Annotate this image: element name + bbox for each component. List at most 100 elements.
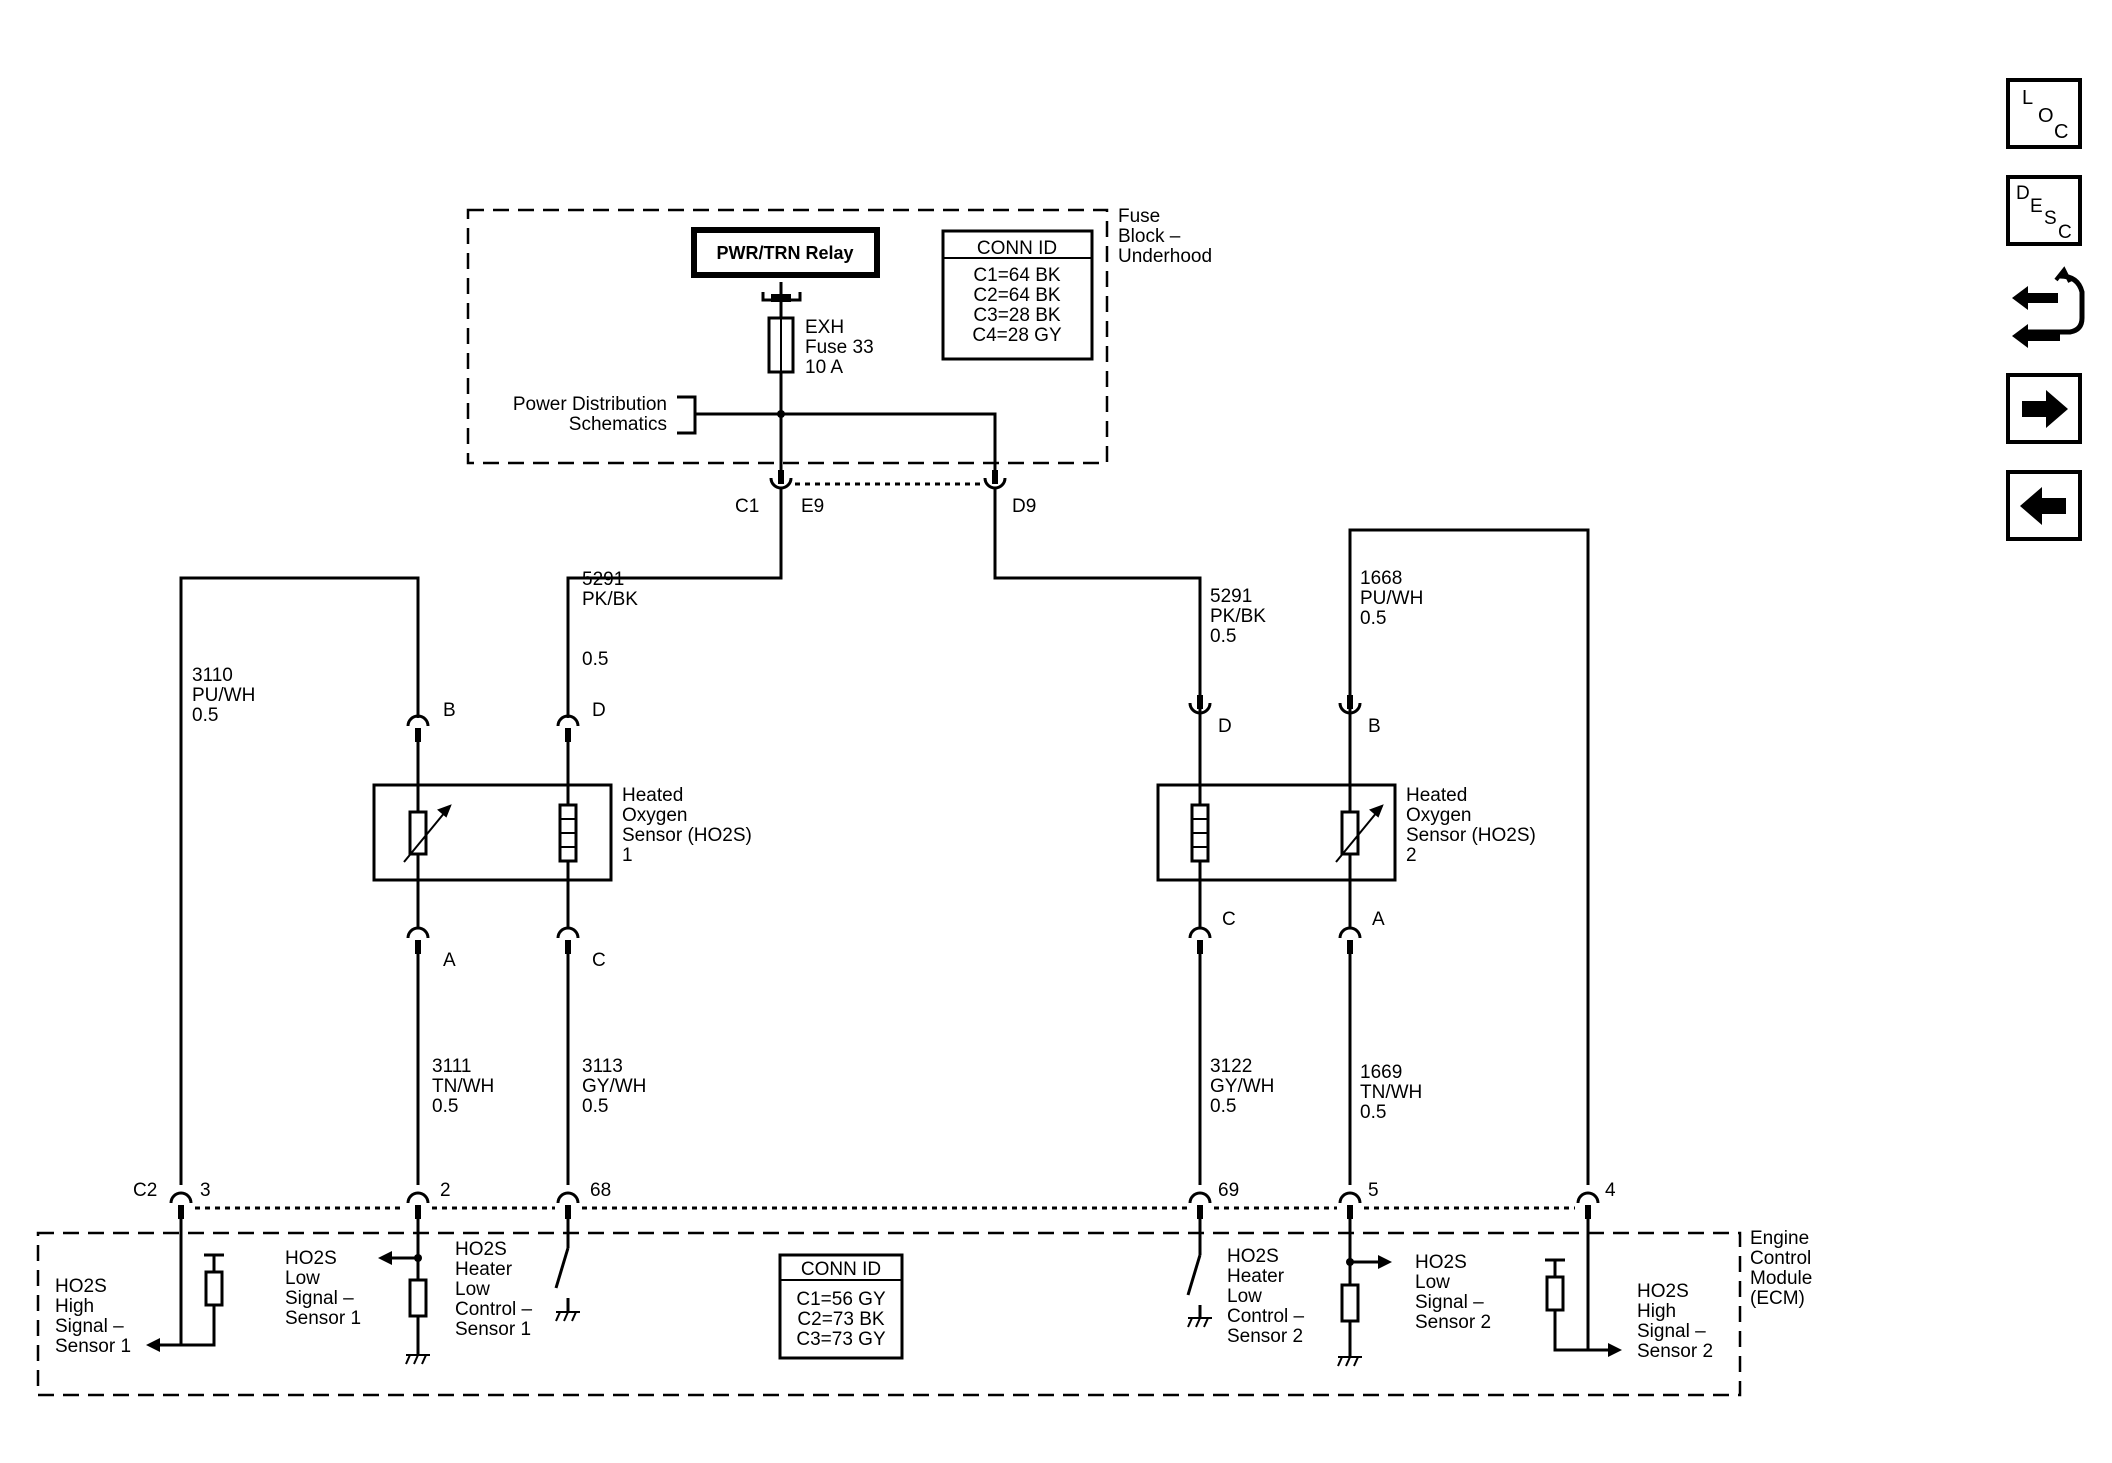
svg-text:GY/WH: GY/WH <box>1210 1076 1274 1097</box>
signal-label-heater-2: HO2S Heater Low Control – Sensor 2 <box>1227 1246 1305 1347</box>
sensor-label: Oxygen <box>622 805 687 826</box>
sensor-label: Heated <box>622 785 683 806</box>
sensor-label: 1 <box>622 845 633 866</box>
sensor-label: Oxygen <box>1406 805 1471 826</box>
pin-d9: D9 <box>1012 496 1036 517</box>
power-distribution-label-1: Power Distribution <box>513 394 667 415</box>
svg-text:E: E <box>2030 196 2043 217</box>
conn-id-row: C2=64 BK <box>973 285 1060 306</box>
conn-id-header: CONN ID <box>801 1259 881 1280</box>
svg-text:HO2S: HO2S <box>55 1276 107 1297</box>
svg-text:Sensor 1: Sensor 1 <box>455 1319 531 1340</box>
wire-3111-label: 3111 TN/WH 0.5 <box>432 1056 494 1117</box>
description-button[interactable]: D E S C <box>2006 175 2082 246</box>
ecm-title: (ECM) <box>1750 1288 1805 1309</box>
sensor-label: Sensor (HO2S) <box>622 825 752 846</box>
svg-text:O: O <box>2038 105 2054 127</box>
svg-text:3111: 3111 <box>432 1056 471 1077</box>
svg-text:5291: 5291 <box>1210 586 1252 607</box>
svg-text:D: D <box>2016 183 2030 204</box>
location-button[interactable]: L O C <box>2006 78 2082 149</box>
svg-text:HO2S: HO2S <box>285 1248 337 1269</box>
signal-label-heater-1: HO2S Heater Low Control – Sensor 1 <box>455 1239 533 1340</box>
wire-3122-label: 3122 GY/WH 0.5 <box>1210 1056 1274 1117</box>
svg-text:High: High <box>1637 1301 1676 1322</box>
svg-text:0.5: 0.5 <box>582 649 608 670</box>
svg-text:Low: Low <box>455 1279 490 1300</box>
ecm-connector-c2: C2 3 2 68 69 5 4 <box>133 1180 1616 1219</box>
svg-text:HO2S: HO2S <box>1637 1281 1689 1302</box>
svg-text:Sensor 2: Sensor 2 <box>1415 1312 1491 1333</box>
pin-b: B <box>443 700 456 721</box>
fuse-block-underhood: Fuse Block – Underhood PWR/TRN Relay EXH… <box>466 206 1212 470</box>
svg-text:HO2S: HO2S <box>455 1239 507 1260</box>
svg-text:0.5: 0.5 <box>432 1096 458 1117</box>
sensor-label: Heated <box>1406 785 1467 806</box>
pin-c: C <box>592 950 606 971</box>
svg-text:0.5: 0.5 <box>1360 1102 1386 1123</box>
pin-c1: C1 <box>735 496 759 517</box>
fuse-label-1: EXH <box>805 317 844 338</box>
power-distribution-label-2: Schematics <box>569 414 667 435</box>
svg-text:TN/WH: TN/WH <box>432 1076 494 1097</box>
fuse-block-title-1: Fuse <box>1118 206 1160 227</box>
heated-oxygen-sensor-2: D B Heated Oxygen Sensor (HO2S) 2 C A <box>1156 695 1536 954</box>
svg-text:0.5: 0.5 <box>1210 1096 1236 1117</box>
svg-text:Control –: Control – <box>1227 1306 1305 1327</box>
forward-button[interactable] <box>2006 373 2082 444</box>
wire-1668-label: 1668 PU/WH 0.5 <box>1360 568 1423 629</box>
svg-text:Signal –: Signal – <box>1637 1321 1706 1342</box>
conn-id-header: CONN ID <box>977 238 1057 259</box>
arrow-left-icon <box>2020 487 2066 525</box>
signal-label-low-2: HO2S Low Signal – Sensor 2 <box>1415 1252 1491 1333</box>
svg-text:Control –: Control – <box>455 1299 533 1320</box>
svg-text:Signal –: Signal – <box>55 1316 124 1337</box>
relay-label: PWR/TRN Relay <box>716 243 853 263</box>
conn-id-row: C3=73 GY <box>796 1329 886 1350</box>
svg-text:PU/WH: PU/WH <box>192 685 255 706</box>
ecm-title: Module <box>1750 1268 1812 1289</box>
svg-text:PU/WH: PU/WH <box>1360 588 1423 609</box>
signal-label-low-1: HO2S Low Signal – Sensor 1 <box>285 1248 361 1329</box>
signal-label-high-2: HO2S High Signal – Sensor 2 <box>1637 1281 1713 1362</box>
pin-d: D <box>1218 716 1232 737</box>
svg-text:GY/WH: GY/WH <box>582 1076 646 1097</box>
ecm-conn-id-table: CONN ID C1=56 GY C2=73 BK C3=73 GY <box>778 1253 904 1360</box>
fuse-label-3: 10 A <box>805 357 843 378</box>
connector-swap-icon[interactable] <box>2012 266 2085 348</box>
conn-id-row: C4=28 GY <box>972 325 1062 346</box>
svg-text:HO2S: HO2S <box>1415 1252 1467 1273</box>
sensor-label: Sensor (HO2S) <box>1406 825 1536 846</box>
pin-d: D <box>592 700 606 721</box>
signal-label-high-1: HO2S High Signal – Sensor 1 <box>55 1276 131 1357</box>
fuse-block-title-3: Underhood <box>1118 246 1212 267</box>
svg-text:0.5: 0.5 <box>192 705 218 726</box>
pin-c2: C2 <box>133 1180 157 1201</box>
svg-text:Low: Low <box>1227 1286 1262 1307</box>
svg-text:C: C <box>2058 222 2072 243</box>
svg-text:Low: Low <box>285 1268 320 1289</box>
conn-id-row: C2=73 BK <box>797 1309 884 1330</box>
pwr-trn-relay <box>691 227 880 278</box>
pin-3: 3 <box>200 1180 211 1201</box>
fuse-block-conn-id-table: CONN ID C1=64 BK C2=64 BK C3=28 BK C4=28… <box>941 229 1094 361</box>
svg-text:0.5: 0.5 <box>582 1096 608 1117</box>
sensor-label: 2 <box>1406 845 1417 866</box>
wire-1669-label: 1669 TN/WH 0.5 <box>1360 1062 1422 1123</box>
svg-text:Signal –: Signal – <box>1415 1292 1484 1313</box>
wire-5291-label: 5291 PK/BK 0.5 <box>1210 586 1266 647</box>
svg-text:0.5: 0.5 <box>1210 626 1236 647</box>
pin-e9: E9 <box>801 496 824 517</box>
pin-b: B <box>1368 716 1381 737</box>
fuse-block-title-2: Block – <box>1118 226 1181 247</box>
pin-c: C <box>1222 909 1236 930</box>
svg-text:5291: 5291 <box>582 569 624 590</box>
wire-5291-label: 5291 PK/BK 0.5 <box>582 569 638 670</box>
back-button[interactable] <box>2006 470 2082 541</box>
pin-4: 4 <box>1605 1180 1616 1201</box>
heated-oxygen-sensor-1: B D Heated Oxygen Sensor (HO2S) 1 A C <box>372 700 752 971</box>
svg-text:PK/BK: PK/BK <box>582 589 638 610</box>
svg-text:S: S <box>2044 208 2057 229</box>
svg-text:L: L <box>2022 87 2033 109</box>
pin-a: A <box>1372 909 1385 930</box>
